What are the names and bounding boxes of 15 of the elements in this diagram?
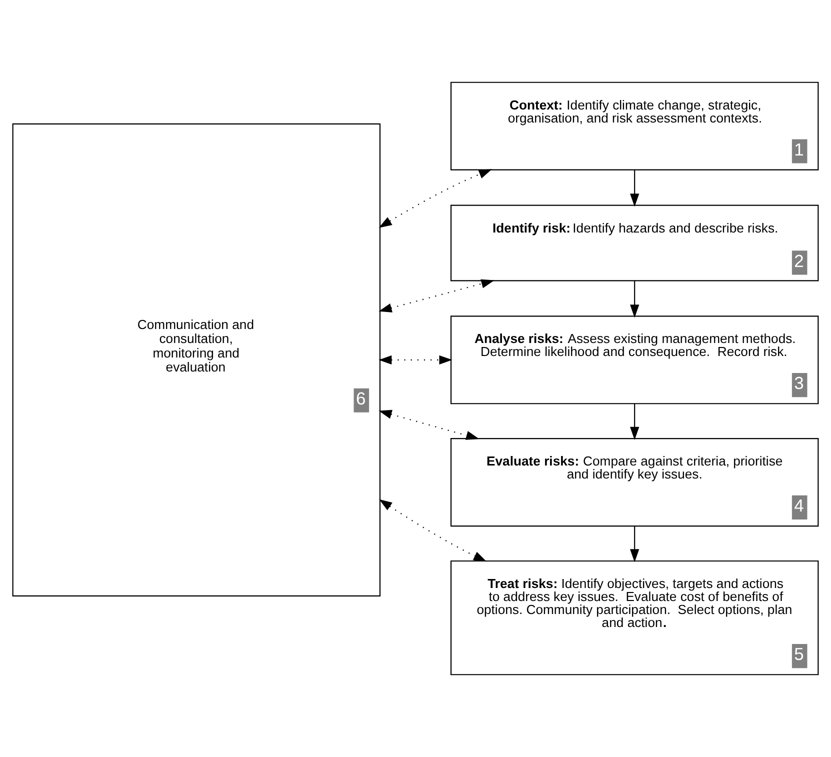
arrow (630, 280, 640, 318)
node-box: Context: Identify climate change, strategic, organisation, and risk assessment contexts. 1 (450, 82, 819, 170)
arrow (630, 526, 640, 562)
arrow (378, 169, 492, 228)
node-box: Analyse risks: Assess existing management methods. Determine likelihood and consequence. Record risk. 3 (450, 316, 819, 404)
arrow (378, 279, 494, 312)
arrow (378, 410, 480, 440)
node-box: Treat risks: Identify objectives, targets and actions to address key issues. Evaluate cost of benefits of options. Community participation. Select options, plan and action. 5 (450, 560, 819, 676)
node-box: Evaluate risks: Compare against criteria, prioritise and identify key issues. 4 (450, 438, 819, 527)
node-box: Identify risk: Identify hazards and describe risks. 2 (450, 204, 819, 282)
arrow (378, 355, 452, 365)
node-box: Communication and consultation, monitoring and evaluation 6 (12, 123, 381, 596)
arrow (630, 404, 640, 440)
arrow (378, 499, 487, 562)
arrow (630, 170, 640, 207)
